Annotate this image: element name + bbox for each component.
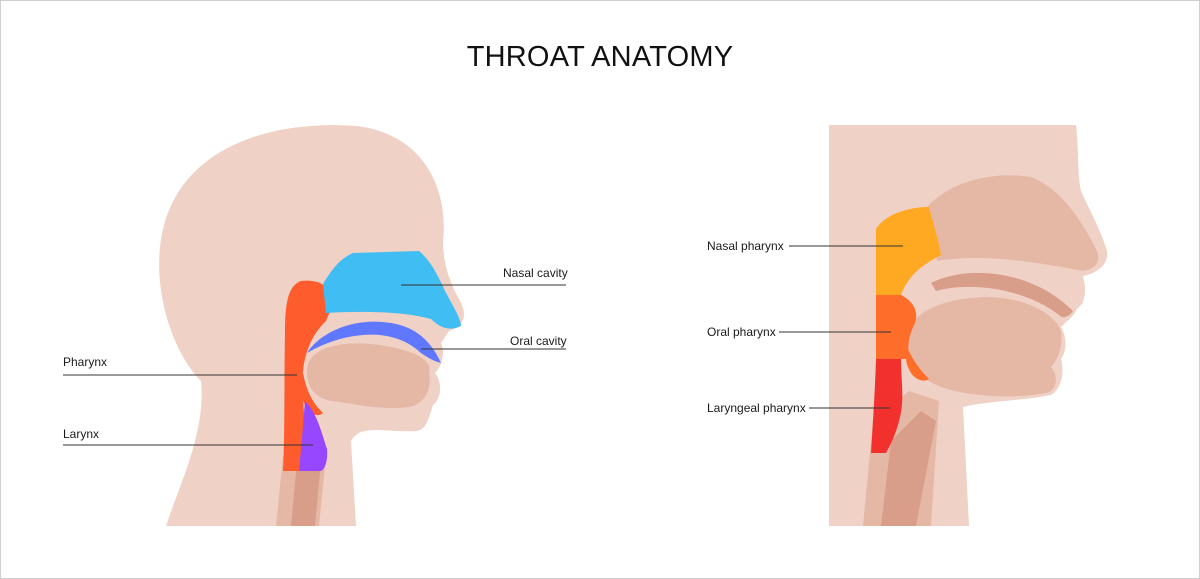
right-epiglottis bbox=[905, 347, 929, 381]
right-tongue bbox=[907, 297, 1062, 397]
right-nose-tissue bbox=[927, 175, 1099, 271]
right-esophagus bbox=[881, 411, 936, 526]
label-laryngeal-pharynx: Laryngeal pharynx bbox=[707, 401, 806, 415]
label-nasal-pharynx: Nasal pharynx bbox=[707, 239, 784, 253]
left-head-figure bbox=[159, 125, 464, 526]
label-larynx: Larynx bbox=[63, 427, 100, 441]
right-nasal-pharynx-region bbox=[876, 207, 941, 295]
right-soft-palate bbox=[931, 272, 1073, 318]
right-palate bbox=[897, 261, 1083, 310]
label-oral-pharynx: Oral pharynx bbox=[707, 325, 776, 339]
left-nasal-cavity-region bbox=[323, 251, 461, 329]
left-larynx-region bbox=[299, 401, 328, 471]
right-laryngeal-pharynx-region bbox=[871, 359, 903, 453]
label-nasal-cavity: Nasal cavity bbox=[503, 266, 568, 280]
page-title: THROAT ANATOMY bbox=[466, 41, 734, 73]
label-oral-cavity: Oral cavity bbox=[510, 334, 567, 348]
left-oral-cavity-region bbox=[307, 321, 441, 363]
left-pharynx-region bbox=[283, 280, 335, 471]
label-pharynx: Pharynx bbox=[63, 355, 108, 369]
right-oral-pharynx-region bbox=[876, 295, 917, 359]
left-chin-detail bbox=[404, 378, 423, 387]
right-section-figure bbox=[829, 125, 1108, 526]
left-tongue bbox=[307, 343, 430, 409]
left-esophagus bbox=[291, 461, 321, 526]
